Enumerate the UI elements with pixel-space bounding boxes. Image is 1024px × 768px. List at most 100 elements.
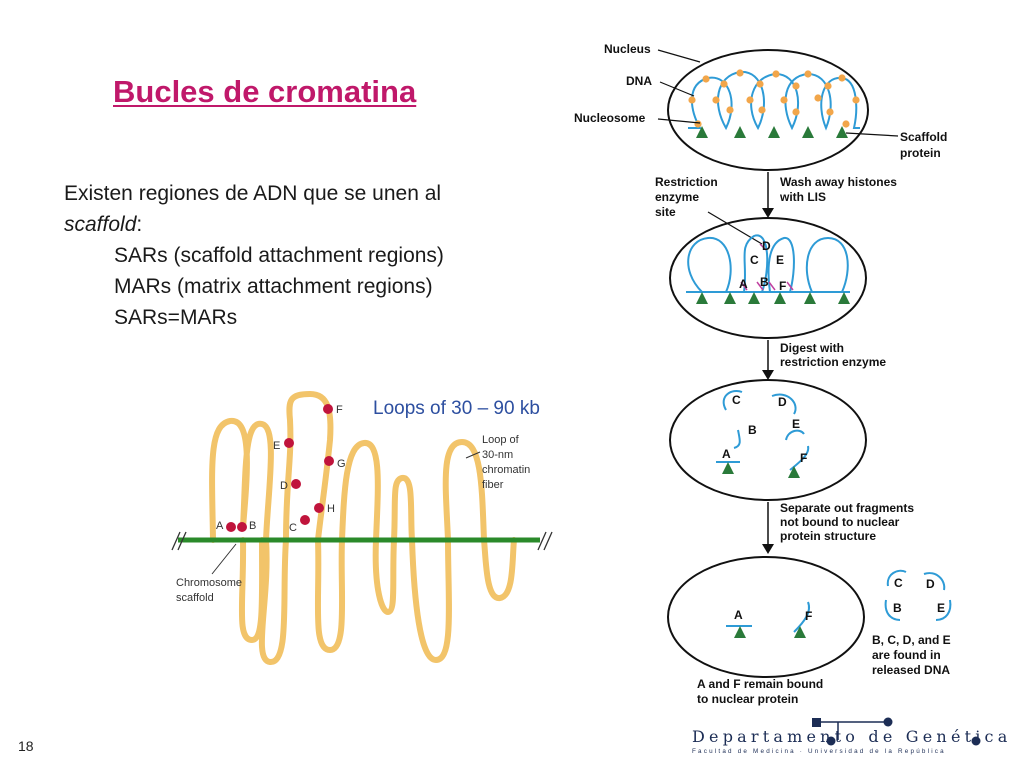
- histone-dot: [688, 96, 696, 104]
- histone-dot: [852, 96, 860, 104]
- histone-dot: [838, 74, 846, 82]
- histone-dot: [792, 108, 800, 116]
- body-line-2-punct: :: [136, 213, 143, 236]
- chromatin-fiber: [209, 391, 517, 665]
- site-label-f: F: [336, 404, 343, 416]
- nucleus-2-outline: [669, 217, 867, 339]
- fragments-4: [726, 601, 810, 633]
- nucleus-1-pointers: [657, 49, 899, 137]
- scaffold-label-line: scaffold: [176, 592, 214, 604]
- histone-dot: [804, 70, 812, 78]
- scaffold-protein: [696, 292, 708, 304]
- loop-label-line: fiber: [482, 479, 504, 491]
- pointer-line: [657, 118, 701, 124]
- released-fragment-c: [886, 569, 907, 587]
- break-mark: [543, 531, 553, 551]
- chromatin-fiber-path: [209, 391, 517, 665]
- fragment-letter-a: A: [722, 447, 731, 461]
- step-1-line: Wash away histones: [780, 175, 897, 189]
- pointer-line: [845, 132, 899, 137]
- dna-loops-2-path: [687, 236, 732, 293]
- site-dot-g: [324, 456, 334, 466]
- fragment-letter-f: F: [805, 609, 812, 623]
- histone-dot: [772, 70, 780, 78]
- dna-loops-1-path: [688, 70, 860, 131]
- attachment-sites: [226, 404, 334, 532]
- scaffold-protein: [722, 462, 734, 474]
- loop-label-pointer: [465, 451, 481, 459]
- cut-mark: [759, 243, 767, 251]
- sars-item: SARs (scaffold attachment regions): [114, 244, 444, 267]
- cut-sites-2: [740, 243, 794, 291]
- cut-mark: [756, 281, 764, 291]
- histone-dot: [756, 80, 764, 88]
- fragment-f: [789, 445, 810, 471]
- label-nucleosome: Nucleosome: [574, 111, 646, 125]
- body-text: Existen regiones de ADN que se unen al s…: [64, 178, 444, 333]
- fragment-letter-d: D: [762, 239, 771, 253]
- dna-loops-2-path: [767, 237, 795, 293]
- site-label-a: A: [216, 520, 224, 532]
- step-3-line: not bound to nuclear: [780, 515, 900, 529]
- released-letter-b: B: [893, 601, 902, 615]
- histone-dot: [842, 120, 850, 128]
- arrow-1-head: [762, 208, 774, 218]
- fragment-f: [793, 601, 810, 633]
- fragment-letter-d: D: [778, 395, 787, 409]
- scaffold-proteins-2: [696, 292, 850, 304]
- cut-mark: [740, 281, 748, 291]
- released-line: B, C, D, and E: [872, 633, 951, 647]
- step-1-line: with LIS: [779, 190, 826, 204]
- step-1-labels: Wash away histones with LIS Restriction …: [655, 175, 897, 219]
- nucleus-1-outline: [667, 49, 869, 171]
- slide-title: Bucles de cromatina: [113, 74, 417, 109]
- histone-dot: [694, 120, 702, 128]
- scaffold-label-line: Chromosome: [176, 577, 242, 589]
- released-letter-e: E: [937, 601, 945, 615]
- site-dot-d: [291, 479, 301, 489]
- fragment-letter-b: B: [760, 275, 769, 289]
- nucleus-3-outline: [669, 379, 867, 501]
- scaffold-protein: [724, 292, 736, 304]
- histones-1: [688, 69, 860, 128]
- site-label-c: C: [289, 522, 297, 534]
- histone-dot: [726, 106, 734, 114]
- label-scaffold-protein: protein: [900, 146, 941, 160]
- step-2-line: restriction enzyme: [780, 355, 886, 369]
- arrow-2-head: [762, 370, 774, 380]
- site-dot-h: [314, 503, 324, 513]
- restriction-site-line: site: [655, 205, 676, 219]
- histone-dot: [792, 82, 800, 90]
- released-fragment-d: [923, 572, 946, 591]
- scaffold-protein: [748, 292, 760, 304]
- bound-line: A and F remain bound: [697, 677, 823, 691]
- site-label-d: D: [280, 480, 288, 492]
- cut-mark: [768, 281, 776, 291]
- site-dot-e: [284, 438, 294, 448]
- scaffold-protein: [804, 292, 816, 304]
- dna-loops-2-path: [743, 234, 769, 293]
- scaffold-protein: [774, 292, 786, 304]
- fragment-letter-a: A: [739, 277, 748, 291]
- site-label-b: B: [249, 520, 256, 532]
- released-fragments: [884, 569, 952, 621]
- released-letter-c: C: [894, 576, 903, 590]
- released-letter-d: D: [926, 577, 935, 591]
- site-dot-a: [226, 522, 236, 532]
- dna-loops-2-path: [805, 236, 849, 293]
- pointer-line: [657, 49, 701, 63]
- histone-dot: [814, 94, 822, 102]
- histone-dot: [712, 96, 720, 104]
- chromatin-left-drop: [238, 537, 266, 643]
- step-2-labels: Digest with restriction enzyme: [780, 341, 886, 369]
- histone-dot: [720, 80, 728, 88]
- fragment-c: [722, 390, 743, 411]
- scaffold-label-pointer: [211, 543, 237, 575]
- loop-label-line: Loop of: [482, 434, 520, 446]
- histone-dot: [746, 96, 754, 104]
- scaffold-protein: [696, 126, 708, 138]
- released-letters: C D B E: [893, 576, 945, 615]
- fragment-letter-e: E: [776, 253, 784, 267]
- result-labels: B, C, D, and E are found in released DNA…: [697, 633, 951, 706]
